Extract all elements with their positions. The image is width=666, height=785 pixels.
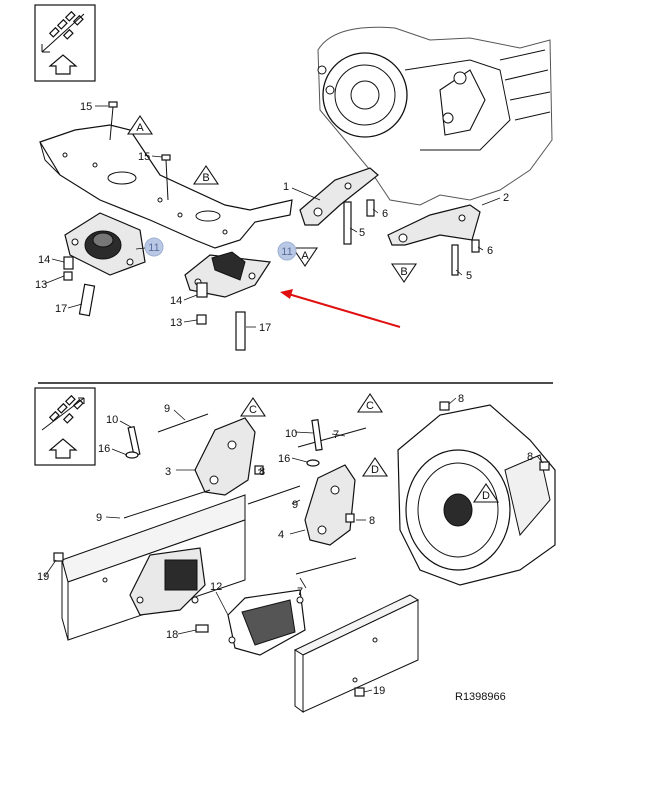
- callout-19: 19: [37, 571, 49, 583]
- callout-bubble-11-right: 11: [277, 241, 297, 261]
- callout-8: 8: [458, 393, 464, 405]
- callout-9: 9: [96, 512, 102, 524]
- bracket-1: [299, 167, 379, 226]
- orientation-arrow-icon: [48, 54, 78, 75]
- bracket-3: [194, 417, 256, 496]
- callout-8: 8: [259, 466, 265, 478]
- bracket-2: [387, 204, 481, 246]
- ref-letter-C: C: [249, 404, 257, 416]
- callout-labels-top: 15 15 1 2 5 6 6 5 14 13 17 14 13 17: [35, 101, 509, 334]
- callout-7: 7: [297, 586, 303, 598]
- callout-13: 13: [170, 317, 182, 329]
- bolts-bottom: [53, 401, 550, 697]
- leader-lines-top: [43, 105, 501, 328]
- callout-11: 11: [281, 246, 292, 258]
- ref-letter-B: B: [400, 266, 407, 278]
- ref-letter-A: A: [136, 122, 144, 134]
- crossmember-top: [39, 124, 293, 249]
- flywheel-housing: [397, 404, 556, 586]
- figure-id: R1398966: [455, 691, 506, 703]
- callout-13: 13: [35, 279, 47, 291]
- callout-19: 19: [373, 685, 385, 697]
- callout-5: 5: [466, 270, 472, 282]
- orientation-arrow-icon: [48, 438, 78, 459]
- ref-letter-B: B: [202, 172, 209, 184]
- callout-labels-bottom: 10 9 16 3 8 9 10 7 16 9 4 8 8 8 19 18 12…: [37, 393, 533, 697]
- ref-letter-D: D: [482, 490, 490, 502]
- bolts-top: [63, 101, 480, 351]
- ref-triangle-A-1: A: [126, 115, 154, 135]
- callout-16: 16: [278, 453, 290, 465]
- callout-16: 16: [98, 443, 110, 455]
- callout-9: 9: [164, 403, 170, 415]
- ref-triangle-D-2: D: [472, 483, 500, 503]
- callout-10: 10: [106, 414, 118, 426]
- callout-5: 5: [359, 227, 365, 239]
- orientation-box-top: [34, 4, 96, 82]
- callout-10: 10: [285, 428, 297, 440]
- callout-9: 9: [292, 499, 298, 511]
- callout-8: 8: [369, 515, 375, 527]
- callout-17: 17: [55, 303, 67, 315]
- engine-mount-12: [227, 589, 306, 656]
- ref-letter-D: D: [371, 464, 379, 476]
- callout-4: 4: [278, 529, 284, 541]
- callout-6: 6: [382, 208, 388, 220]
- ref-triangle-B-2: B: [390, 263, 418, 283]
- engine-mount-left: [64, 212, 146, 276]
- leader-lines-bottom: [44, 397, 544, 693]
- ref-triangle-C-1: C: [239, 397, 267, 417]
- bracket-4: [304, 464, 356, 546]
- ref-triangle-D-1: D: [361, 457, 389, 477]
- callout-7: 7: [333, 429, 339, 441]
- callout-1: 1: [283, 181, 289, 193]
- ref-letter-C: C: [366, 400, 374, 412]
- callout-14: 14: [38, 254, 50, 266]
- engine-mount-bottom-left: [129, 547, 206, 616]
- callout-15: 15: [80, 101, 92, 113]
- callout-2: 2: [503, 192, 509, 204]
- ref-triangle-B-1: B: [192, 165, 220, 185]
- callout-3: 3: [165, 466, 171, 478]
- callout-11: 11: [148, 242, 159, 254]
- ref-triangle-A-2: A: [291, 247, 319, 267]
- highlight-arrow: [280, 289, 401, 328]
- callout-8: 8: [527, 451, 533, 463]
- callout-12: 12: [210, 581, 222, 593]
- callout-14: 14: [170, 295, 182, 307]
- ref-triangle-C-2: C: [356, 393, 384, 413]
- frame-rail-front: [293, 594, 420, 713]
- callout-6: 6: [487, 245, 493, 257]
- orientation-box-bottom: [34, 387, 96, 466]
- callout-15: 15: [138, 151, 150, 163]
- callout-bubble-11-left: 11: [144, 237, 164, 257]
- callout-17: 17: [259, 322, 271, 334]
- ref-letter-A: A: [301, 250, 309, 262]
- callout-18: 18: [166, 629, 178, 641]
- engine-block-top: [317, 26, 553, 206]
